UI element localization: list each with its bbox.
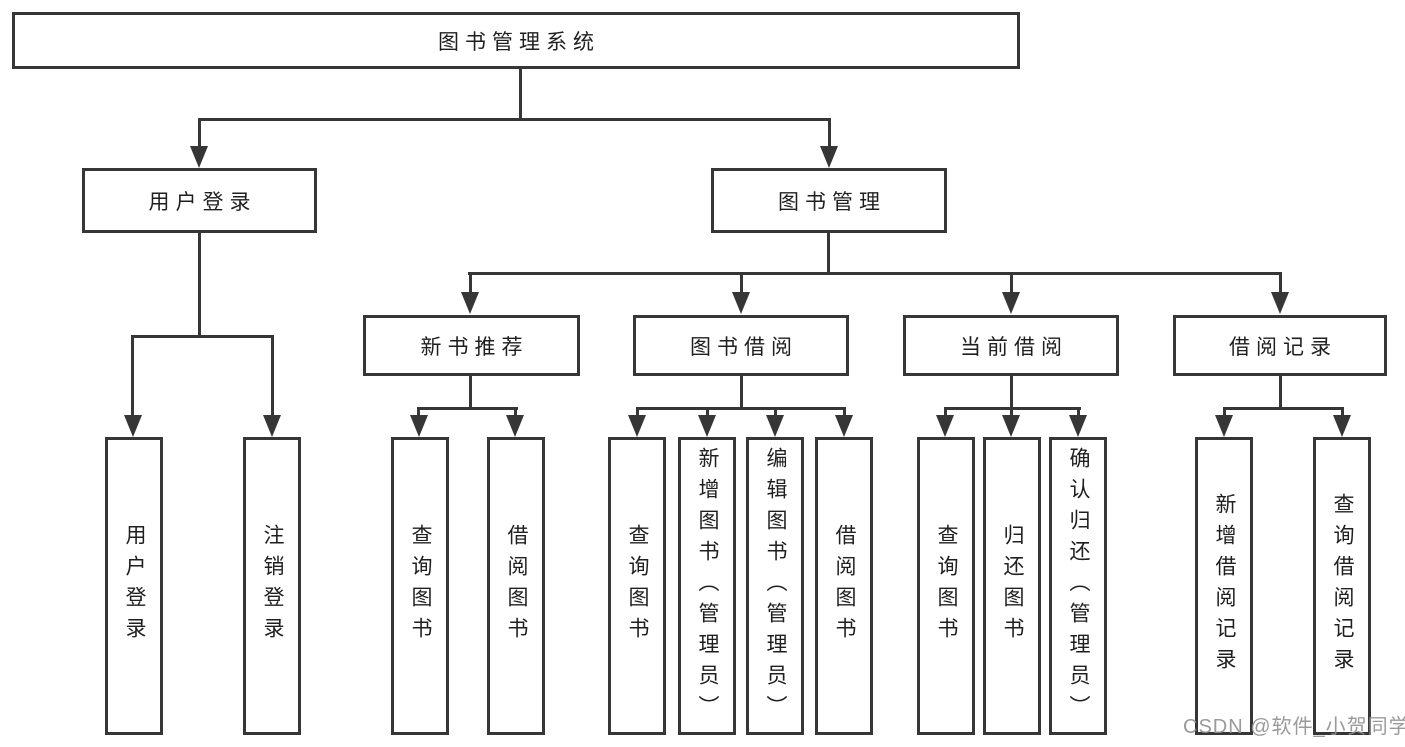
leaf-edit-book-admin: 编辑图书（管理员）	[746, 437, 804, 735]
connector-line	[1010, 272, 1013, 296]
leaf-user-login: 用户登录	[105, 437, 163, 735]
connector-line	[417, 407, 420, 418]
connector-line	[944, 407, 947, 418]
node-user-login: 用户登录	[82, 168, 317, 233]
connector-line	[1223, 407, 1344, 410]
leaf-add-book-admin: 新增图书（管理员）	[678, 437, 736, 735]
connector-line	[827, 233, 830, 272]
connector-line	[1010, 407, 1013, 418]
arrow-down-icon	[1002, 415, 1020, 437]
connector-line	[636, 407, 639, 418]
connector-line	[131, 335, 274, 338]
arrow-down-icon	[698, 415, 716, 437]
arrow-down-icon	[1002, 292, 1020, 314]
connector-line	[828, 118, 831, 150]
leaf-query-borrow-record: 查询借阅记录	[1313, 437, 1371, 735]
connector-line	[514, 407, 517, 418]
arrow-down-icon	[410, 415, 428, 437]
arrow-down-icon	[506, 415, 524, 437]
node-current-borrow: 当前借阅	[903, 315, 1119, 376]
connector-line	[843, 407, 846, 418]
connector-line	[198, 118, 831, 121]
arrow-down-icon	[732, 292, 750, 314]
arrow-down-icon	[190, 146, 208, 168]
arrow-down-icon	[820, 146, 838, 168]
watermark: CSDN @软件_小贺同学	[1183, 716, 1405, 738]
connector-line	[1223, 407, 1226, 418]
node-new-book-recommend: 新书推荐	[363, 315, 580, 376]
leaf-add-borrow-record: 新增借阅记录	[1195, 437, 1253, 735]
arrow-down-icon	[835, 415, 853, 437]
node-book-management: 图书管理	[711, 168, 947, 233]
leaf-borrow-books-2: 借阅图书	[815, 437, 873, 735]
connector-line	[774, 407, 777, 418]
arrow-down-icon	[124, 415, 142, 437]
arrow-down-icon	[1333, 415, 1351, 437]
connector-line	[519, 69, 522, 118]
arrow-down-icon	[1215, 415, 1233, 437]
leaf-return-books: 归还图书	[983, 437, 1041, 735]
connector-line	[417, 407, 518, 410]
connector-line	[706, 407, 709, 418]
leaf-confirm-return-admin: 确认归还（管理员）	[1049, 437, 1107, 735]
arrow-down-icon	[628, 415, 646, 437]
connector-line	[1279, 375, 1282, 408]
leaf-borrow-books-1: 借阅图书	[487, 437, 545, 735]
connector-line	[198, 233, 201, 335]
connector-line	[469, 272, 472, 296]
arrow-down-icon	[936, 415, 954, 437]
connector-line	[740, 375, 743, 408]
connector-line	[468, 272, 1282, 275]
node-borrow-record: 借阅记录	[1173, 315, 1387, 376]
connector-line	[1341, 407, 1344, 418]
node-root: 图书管理系统	[12, 12, 1020, 69]
connector-line	[636, 407, 846, 410]
node-book-borrow: 图书借阅	[633, 315, 849, 376]
arrow-down-icon	[1271, 292, 1289, 314]
arrow-down-icon	[1069, 415, 1087, 437]
connector-line	[469, 375, 472, 408]
arrow-down-icon	[263, 415, 281, 437]
connector-line	[1077, 407, 1080, 418]
leaf-query-books-2: 查询图书	[608, 437, 666, 735]
connector-line	[131, 335, 134, 418]
leaf-query-books-3: 查询图书	[917, 437, 975, 735]
connector-line	[271, 335, 274, 418]
arrow-down-icon	[461, 292, 479, 314]
leaf-query-books-1: 查询图书	[391, 437, 449, 735]
connector-line	[198, 118, 201, 150]
connector-line	[740, 272, 743, 296]
connector-line	[1010, 375, 1013, 408]
connector-line	[1279, 272, 1282, 296]
leaf-logout: 注销登录	[243, 437, 301, 735]
arrow-down-icon	[766, 415, 784, 437]
